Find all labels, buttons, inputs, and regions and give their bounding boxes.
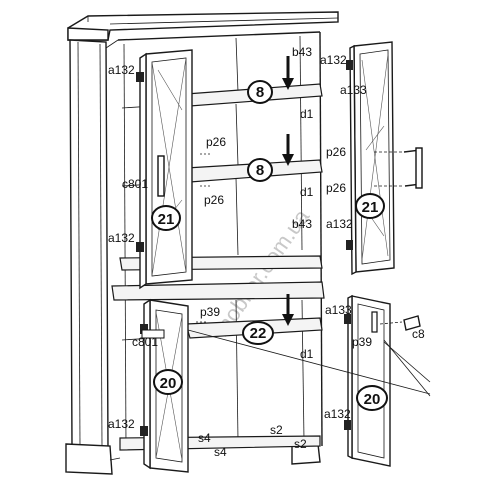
label-d1-b: d1 <box>300 185 314 199</box>
shelf-insert-arrows <box>282 56 294 326</box>
part-labels: b43 b43 a132 a132 a132 a132 a132 a132 a1… <box>108 45 425 459</box>
door-left-upper <box>136 49 193 290</box>
label-a132-tr: a132 <box>320 53 347 67</box>
svg-text:22: 22 <box>250 325 267 342</box>
hinge-icon <box>136 242 144 252</box>
hinge-icon <box>346 240 353 250</box>
label-d1-c: d1 <box>300 347 314 361</box>
hinge-icon <box>344 314 351 324</box>
door-right-upper <box>346 41 395 276</box>
hinge-icon <box>344 420 351 430</box>
label-s2-a: s2 <box>270 423 283 437</box>
hinge-icon <box>140 426 148 436</box>
label-a132-ml: a132 <box>108 231 135 245</box>
door-handle-left-upper <box>157 155 165 197</box>
svg-text:8: 8 <box>256 162 264 179</box>
label-a132-tl: a132 <box>108 63 135 77</box>
label-s4-a: s4 <box>198 431 211 445</box>
label-a132-mr: a132 <box>326 217 353 231</box>
svg-text:21: 21 <box>158 211 175 228</box>
label-p26-c: p26 <box>326 145 346 159</box>
badge-shelf-low: 22 <box>242 321 274 345</box>
cabinet-body <box>65 11 339 475</box>
label-p39-a: p39 <box>200 305 220 319</box>
label-p39-b: p39 <box>352 335 372 349</box>
svg-text:21: 21 <box>362 199 379 216</box>
cam-fitting <box>141 329 165 339</box>
knob-loose <box>187 315 431 397</box>
label-s4-b: s4 <box>214 445 227 459</box>
door-knob <box>371 311 378 333</box>
label-b43-top: b43 <box>292 45 312 59</box>
badge-shelf-top: 8 <box>247 80 273 104</box>
door-handle-loose <box>374 147 423 189</box>
door-right-lower <box>344 294 391 467</box>
label-s2-b: s2 <box>294 437 307 451</box>
label-p26-a: p26 <box>206 135 226 149</box>
label-p26-b: p26 <box>204 193 224 207</box>
label-c8: c8 <box>412 327 425 341</box>
hinge-icon <box>136 72 144 82</box>
hinge-icon <box>346 60 353 70</box>
label-c801-top: c801 <box>122 177 148 191</box>
cabinet-left-side <box>69 39 109 449</box>
cornice-front <box>67 27 109 41</box>
label-a133-top: a133 <box>340 83 367 97</box>
hinge-icon <box>140 324 148 334</box>
svg-text:8: 8 <box>256 84 264 101</box>
label-b43-mid: b43 <box>292 217 312 231</box>
label-a132-br: a132 <box>324 407 351 421</box>
badge-shelf-mid: 8 <box>247 158 273 182</box>
badge-door-right-bot: 20 <box>356 385 388 411</box>
shelf-pins <box>196 153 210 323</box>
cabinet-plinth-left <box>65 443 113 475</box>
label-c801-low: c801 <box>132 335 158 349</box>
svg-text:20: 20 <box>160 375 177 392</box>
label-p26-d: p26 <box>326 181 346 195</box>
label-a133-low: a133 <box>325 303 352 317</box>
cabinet-middle-rail <box>111 281 325 301</box>
badge-door-right-top: 21 <box>355 193 385 219</box>
badge-door-left-top: 21 <box>151 205 181 231</box>
badge-door-left-bot: 20 <box>153 369 183 395</box>
callout-badges: 8 8 22 21 21 20 20 <box>151 80 388 411</box>
svg-text:20: 20 <box>364 391 381 408</box>
label-a132-bl: a132 <box>108 417 135 431</box>
label-d1-a: d1 <box>300 107 314 121</box>
